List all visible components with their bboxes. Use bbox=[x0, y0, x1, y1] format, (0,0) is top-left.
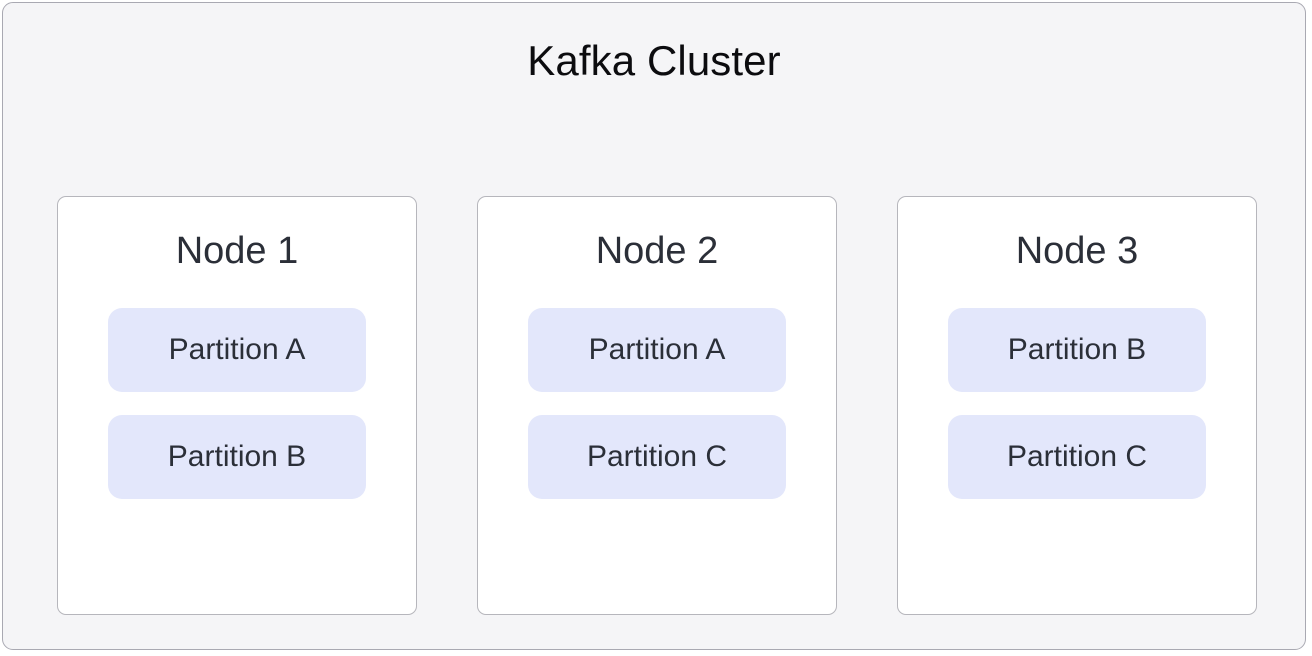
partition-label: Partition B bbox=[1007, 332, 1147, 366]
node-card-1: Node 1 Partition A Partition B bbox=[57, 196, 417, 615]
partition-pill: Partition C bbox=[948, 414, 1206, 499]
node-cards-row: Node 1 Partition A Partition B Node 2 Pa… bbox=[57, 196, 1257, 616]
node-title: Node 2 bbox=[595, 230, 719, 272]
partition-list: Partition A Partition B bbox=[58, 307, 416, 499]
partition-label: Partition C bbox=[1006, 439, 1148, 473]
partition-pill: Partition B bbox=[108, 414, 366, 499]
partition-list: Partition B Partition C bbox=[898, 307, 1256, 499]
partition-label: Partition B bbox=[167, 439, 307, 473]
partition-pill: Partition A bbox=[528, 307, 786, 392]
partition-label: Partition C bbox=[586, 439, 728, 473]
node-card-2: Node 2 Partition A Partition C bbox=[477, 196, 837, 615]
node-card-3: Node 3 Partition B Partition C bbox=[897, 196, 1257, 615]
partition-pill: Partition B bbox=[948, 307, 1206, 392]
partition-list: Partition A Partition C bbox=[478, 307, 836, 499]
node-title: Node 3 bbox=[1015, 230, 1139, 272]
cluster-title: Kafka Cluster bbox=[527, 37, 781, 84]
partition-label: Partition A bbox=[168, 332, 306, 366]
partition-pill: Partition C bbox=[528, 414, 786, 499]
node-title: Node 1 bbox=[175, 230, 299, 272]
partition-label: Partition A bbox=[588, 332, 726, 366]
partition-pill: Partition A bbox=[108, 307, 366, 392]
